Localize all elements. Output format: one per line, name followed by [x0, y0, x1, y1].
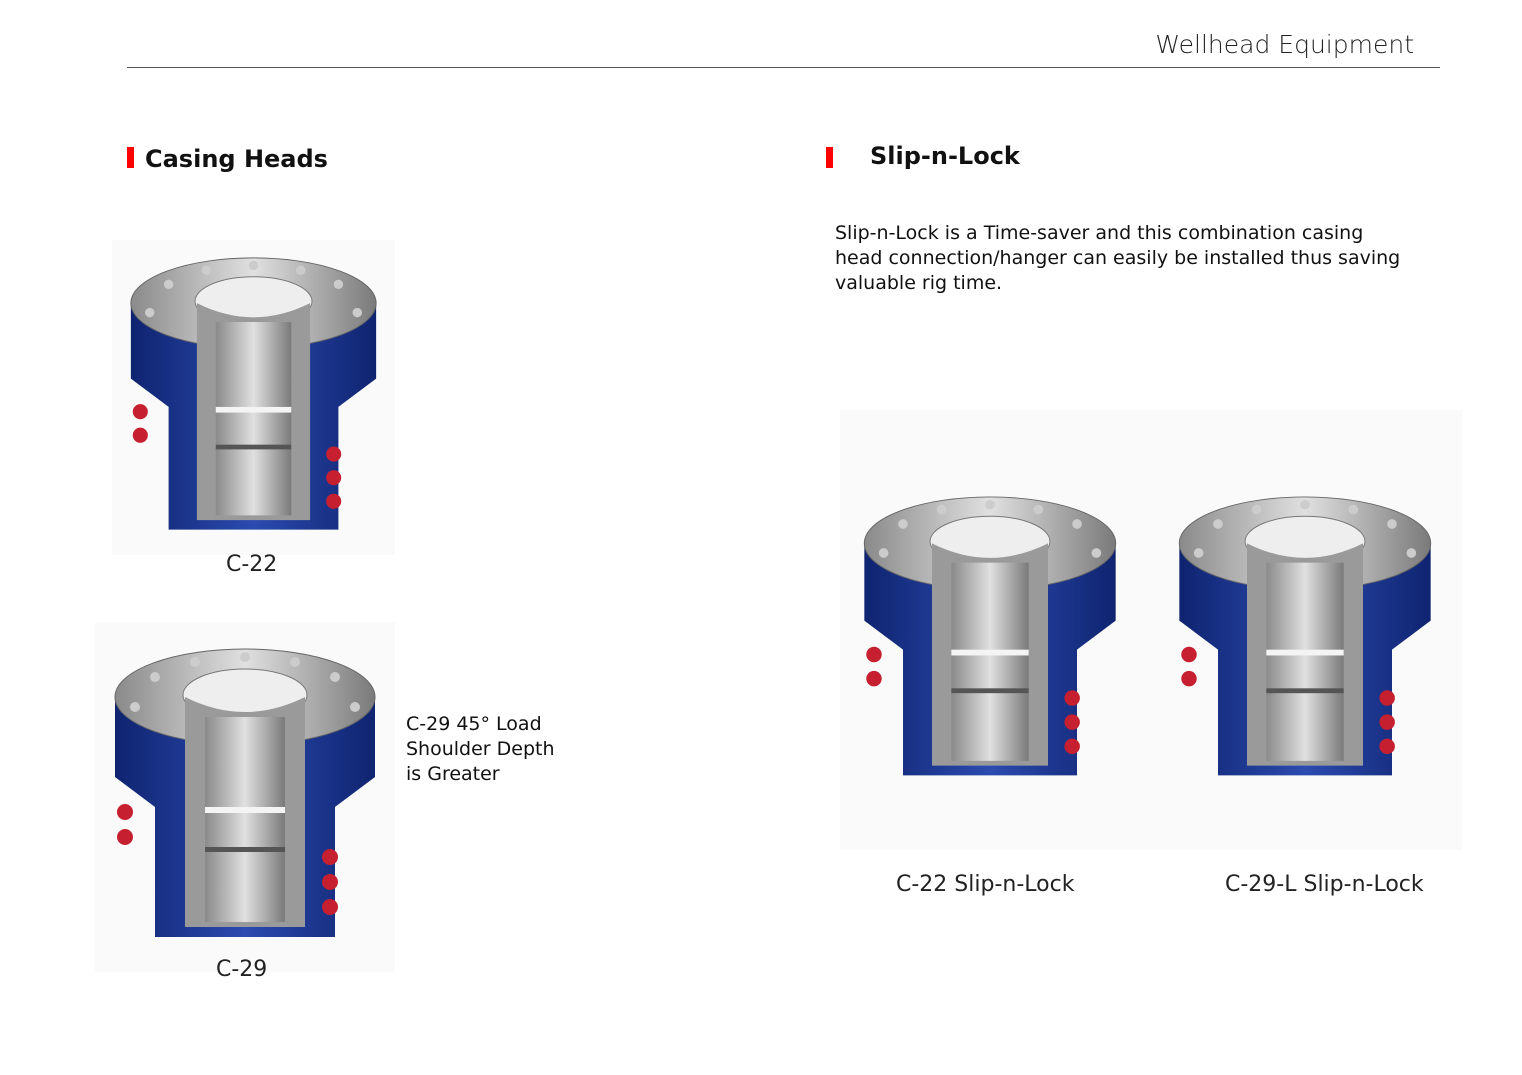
note-line: is Greater [406, 763, 500, 785]
header-title: Wellhead Equipment [1155, 30, 1414, 59]
c22-casing-head-image [112, 240, 395, 555]
c29-note: C-29 45° Load Shoulder Depth is Greater [406, 712, 555, 787]
section-marker [826, 147, 833, 168]
c29l-slip-n-lock-caption: C-29-L Slip-n-Lock [1225, 872, 1424, 897]
c29-casing-head-image [95, 622, 395, 972]
c29l-slip-n-lock-illustration [1160, 450, 1450, 830]
c22-caption: C-22 [226, 552, 278, 577]
note-line: C-29 45° Load [406, 713, 542, 735]
header-divider [127, 67, 1440, 68]
slip-n-lock-title: Slip-n-Lock [870, 142, 1020, 170]
slip-n-lock-image [840, 410, 1462, 850]
slip-n-lock-description: Slip-n-Lock is a Time-saver and this com… [835, 221, 1415, 296]
desc-line: Slip-n-Lock is a Time-saver and this com… [835, 222, 1364, 244]
c22-slip-n-lock-illustration [845, 450, 1135, 830]
casing-heads-title: Casing Heads [145, 145, 328, 173]
c29-caption: C-29 [216, 957, 268, 982]
c22-slip-n-lock-caption: C-22 Slip-n-Lock [896, 872, 1075, 897]
note-line: Shoulder Depth [406, 738, 555, 760]
desc-line: head connection/hanger can easily be ins… [835, 247, 1401, 269]
desc-line: valuable rig time. [835, 272, 1003, 294]
section-marker [127, 147, 134, 168]
